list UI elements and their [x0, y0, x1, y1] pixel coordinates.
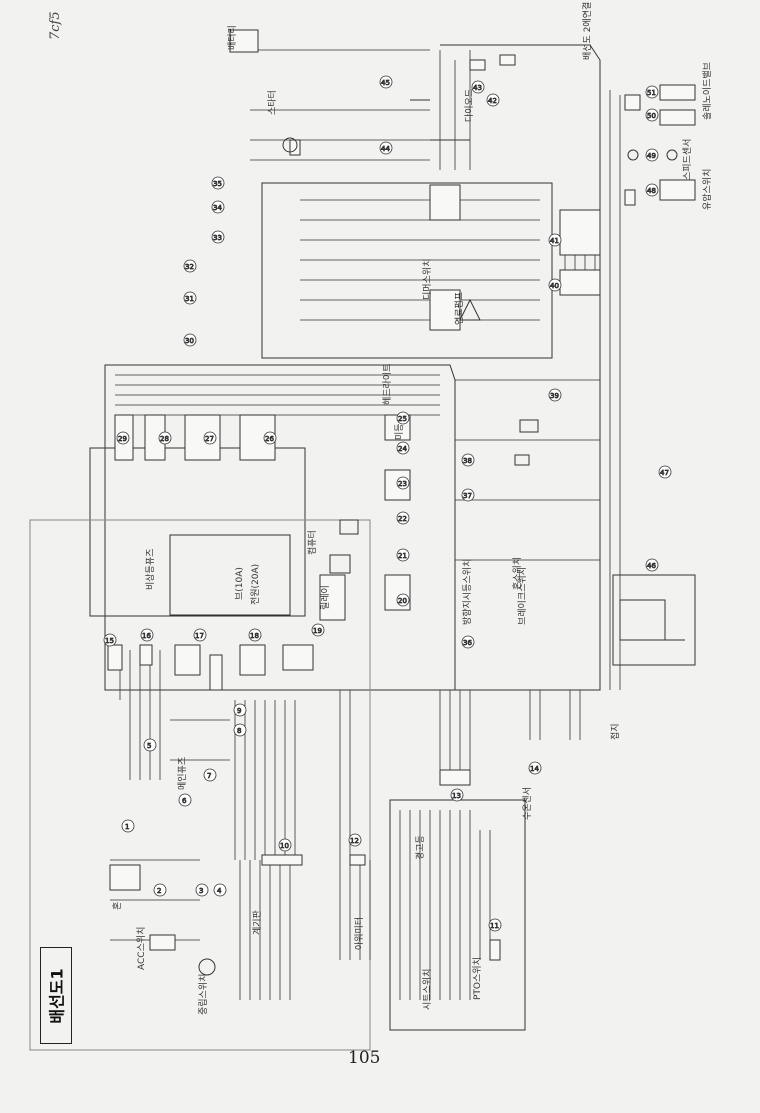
svg-text:30: 30	[185, 337, 194, 345]
svg-text:46: 46	[647, 562, 656, 570]
svg-text:39: 39	[550, 392, 559, 400]
label-fuse-20a: 전원(20A)	[251, 563, 261, 605]
label-hour-meter: 아워미터	[355, 916, 365, 950]
svg-text:5: 5	[147, 742, 151, 750]
svg-text:15: 15	[105, 637, 114, 645]
label-starter: 스타터	[268, 90, 278, 115]
label-fuse-10a: 브(10A)	[235, 567, 245, 600]
svg-text:37: 37	[463, 492, 472, 500]
svg-text:51: 51	[647, 89, 656, 97]
label-tail-light: 미등	[395, 423, 405, 440]
outer-borders	[29, 44, 696, 1051]
svg-text:47: 47	[660, 469, 669, 477]
label-accel-switch: ACC스위치	[137, 926, 147, 970]
label-fuel-pump: 연료펌프	[455, 291, 465, 325]
label-ground: 접지	[611, 723, 621, 740]
svg-text:14: 14	[530, 765, 539, 773]
label-turn-signal-switch: 방향지시등스위치	[463, 558, 473, 625]
label-diode: 다이오드	[465, 88, 475, 122]
svg-text:26: 26	[265, 435, 274, 443]
svg-text:43: 43	[473, 84, 482, 92]
svg-text:38: 38	[463, 457, 472, 465]
svg-text:33: 33	[213, 234, 222, 242]
svg-text:32: 32	[185, 263, 194, 271]
svg-text:7: 7	[207, 772, 211, 780]
label-relay: 릴레이	[321, 585, 331, 610]
svg-text:41: 41	[550, 237, 559, 245]
label-water-temp: 수온센서	[523, 786, 533, 820]
label-headlight: 헤드라이트	[383, 363, 393, 405]
svg-text:34: 34	[213, 204, 222, 212]
label-pto-switch: PTO스위치	[473, 957, 483, 1000]
svg-text:31: 31	[185, 295, 194, 303]
svg-text:36: 36	[463, 639, 472, 647]
svg-text:6: 6	[182, 797, 187, 805]
svg-text:25: 25	[398, 415, 407, 423]
svg-text:9: 9	[237, 707, 241, 715]
svg-text:11: 11	[490, 922, 499, 930]
svg-text:1: 1	[125, 823, 129, 831]
label-battery: 배터리	[228, 25, 238, 50]
svg-text:20: 20	[398, 597, 407, 605]
svg-text:40: 40	[550, 282, 559, 290]
svg-text:10: 10	[280, 842, 289, 850]
label-hazard-fuse: 비상등퓨즈	[146, 548, 156, 590]
label-horn: 혼	[113, 901, 123, 910]
label-wiring-diagram-2: 배선도 2에연결	[583, 1, 593, 60]
connector-blocks	[107, 29, 696, 961]
label-main-fuse: 메인퓨즈	[178, 756, 188, 790]
svg-text:35: 35	[213, 180, 222, 188]
label-computer: 컴퓨터	[308, 530, 318, 555]
svg-text:17: 17	[195, 632, 204, 640]
svg-text:44: 44	[381, 145, 390, 153]
page-number: 105	[348, 1048, 381, 1068]
svg-text:45: 45	[381, 79, 390, 87]
svg-text:48: 48	[647, 187, 656, 195]
svg-text:50: 50	[647, 112, 656, 120]
svg-text:2: 2	[157, 887, 161, 895]
handwritten-note: 7cf5	[48, 11, 63, 40]
svg-text:18: 18	[250, 632, 259, 640]
label-neutral-switch: 중립스위치	[199, 973, 209, 1015]
svg-text:49: 49	[647, 152, 656, 160]
label-oil-pressure: 유압스위치	[703, 168, 713, 210]
label-dimmer-switch: 디머스위치	[423, 258, 433, 300]
svg-text:24: 24	[398, 445, 407, 453]
title-box: 배선도1	[40, 947, 72, 1044]
svg-text:29: 29	[118, 435, 127, 443]
label-horn-switch: 혼스위치	[513, 556, 523, 590]
svg-text:21: 21	[398, 552, 407, 560]
svg-text:28: 28	[160, 435, 169, 443]
label-instrument-panel: 계기판	[253, 910, 263, 935]
svg-text:3: 3	[199, 887, 203, 895]
label-warning-lamp: 경고등	[416, 835, 426, 860]
svg-text:23: 23	[398, 480, 407, 488]
label-solenoid-valve: 솔레노이드밸브	[703, 62, 713, 120]
svg-text:42: 42	[488, 97, 497, 105]
component-symbols	[198, 99, 685, 976]
svg-text:4: 4	[217, 887, 222, 895]
label-seat-switch: 시트스위치	[423, 968, 433, 1010]
svg-text:22: 22	[398, 515, 407, 523]
connector-numbers: 1 2 3 4 5 6 7 8 9 10 11 12 13 14 15 16 1…	[103, 75, 672, 932]
svg-text:19: 19	[313, 627, 322, 635]
svg-text:27: 27	[205, 435, 214, 443]
diagram-title: 배선도1	[48, 967, 68, 1024]
svg-text:16: 16	[142, 632, 151, 640]
label-speed-sensor: 스피드센서	[683, 138, 693, 180]
svg-text:12: 12	[350, 837, 359, 845]
svg-text:13: 13	[452, 792, 461, 800]
svg-text:8: 8	[237, 727, 241, 735]
